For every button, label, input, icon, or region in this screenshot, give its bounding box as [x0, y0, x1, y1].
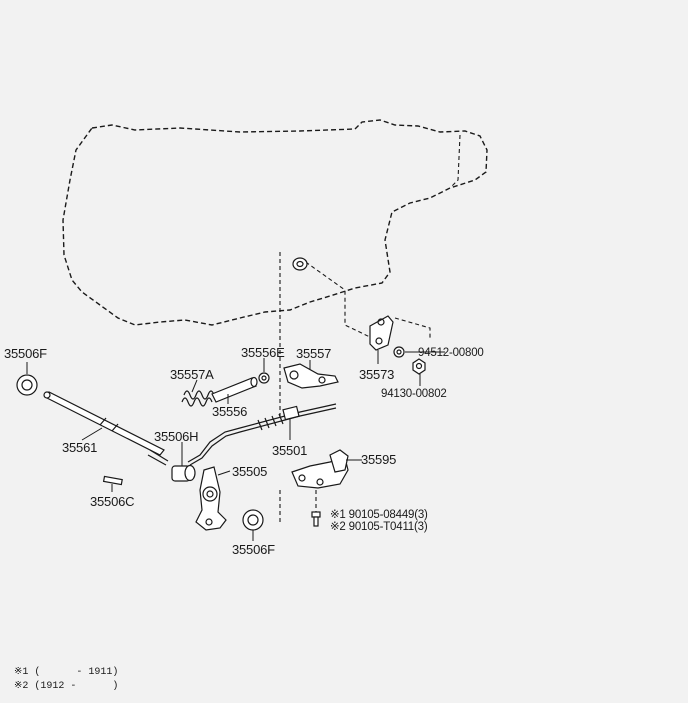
lever-35505-icon — [195, 466, 227, 531]
label-35561: 35561 — [62, 440, 97, 455]
dashed-leader-upper — [299, 257, 373, 339]
clip-35556E-icon — [258, 372, 270, 384]
washer-94512-icon — [393, 346, 405, 358]
label-35557A: 35557A — [170, 367, 214, 382]
shaft-35561-icon — [43, 391, 169, 466]
label-35506C: 35506C — [90, 494, 134, 509]
label-94512-00800: 94512-00800 — [418, 347, 484, 359]
pin-35506C-icon — [102, 475, 123, 486]
label-35506F-left: 35506F — [4, 346, 47, 361]
label-35573: 35573 — [359, 367, 394, 382]
nut-94130-icon — [412, 358, 426, 375]
label-94130-00802: 94130-00802 — [381, 388, 447, 400]
cable-35501-icon — [187, 403, 337, 466]
bushing-35506H-icon — [171, 464, 196, 482]
dashed-leader-right — [394, 317, 431, 340]
label-35595: 35595 — [361, 452, 396, 467]
label-35506H: 35506H — [154, 429, 198, 444]
label-35506F-bottom: 35506F — [232, 542, 275, 557]
label-90105-T0411: ※2 90105-T0411(3) — [330, 521, 428, 533]
bracket-35595-icon — [291, 449, 349, 489]
leader-lines — [26, 350, 445, 541]
lever-35557-icon — [283, 363, 339, 389]
label-35501: 35501 — [272, 443, 307, 458]
housing-bushing-icon — [292, 257, 308, 271]
pin-35556-icon — [211, 376, 258, 403]
footnote-1: ※1 ( - 1911) — [14, 666, 118, 678]
seal-35506F-left-icon — [16, 374, 38, 396]
transmission-housing-outline — [62, 119, 488, 326]
bracket-35573-icon — [369, 315, 394, 351]
label-35505: 35505 — [232, 464, 267, 479]
label-35556: 35556 — [212, 404, 247, 419]
bolt-90105-icon — [311, 511, 321, 527]
label-35556E: 35556E — [241, 345, 285, 360]
seal-35506F-bottom-icon — [242, 509, 264, 531]
label-35557: 35557 — [296, 346, 331, 361]
footnote-2: ※2 (1912 - ) — [14, 680, 118, 692]
spring-35557A-icon — [181, 390, 215, 407]
label-90105-08449: ※1 90105-08449(3) — [330, 509, 428, 521]
housing-detail-line — [451, 134, 461, 187]
